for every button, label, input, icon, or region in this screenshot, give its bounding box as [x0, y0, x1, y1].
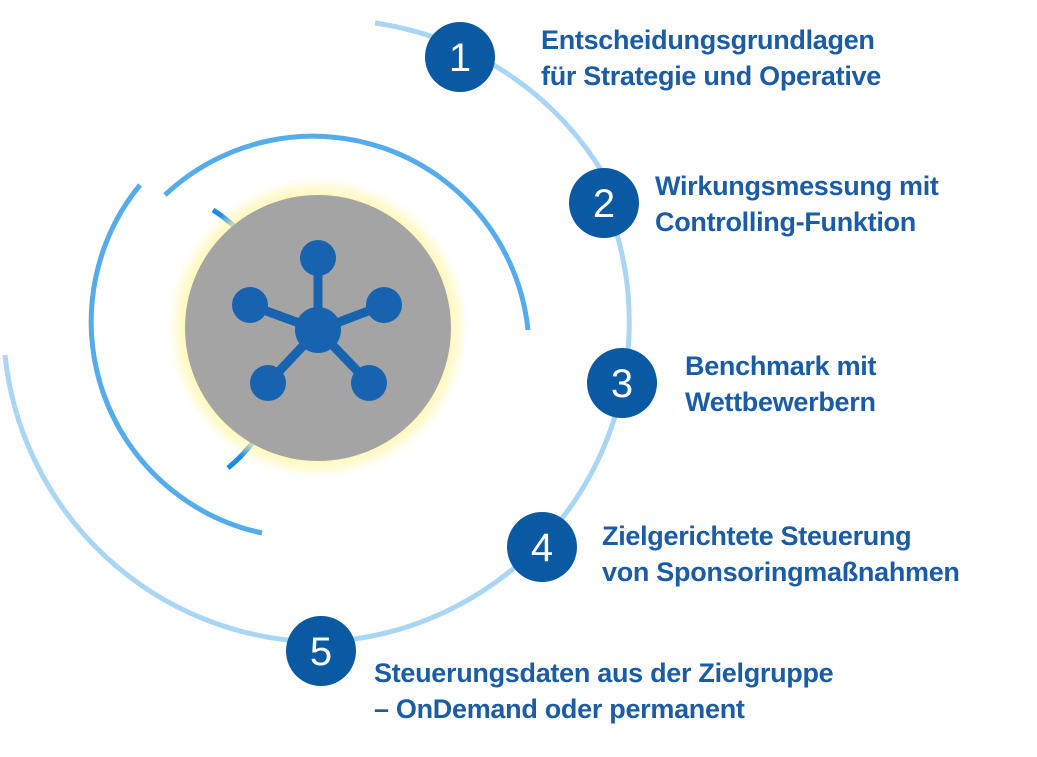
badge-3-number: 3 [611, 362, 633, 406]
badge-5-circle [286, 616, 356, 686]
item-3-line2: Wettbewerbern [685, 387, 876, 417]
badge-2-number: 2 [593, 182, 615, 226]
item-5-line1: Steuerungsdaten aus der Zielgruppe [374, 658, 834, 688]
item-5-text: Steuerungsdaten aus der Zielgruppe – OnD… [374, 655, 834, 727]
item-2-line2: Controlling-Funktion [655, 207, 916, 237]
item-1-line2: für Strategie und Operative [541, 61, 881, 91]
item-5-line2: – OnDemand oder permanent [374, 694, 745, 724]
item-3-line1: Benchmark mit [685, 351, 877, 381]
network-hub-icon [232, 240, 402, 401]
item-2-line1: Wirkungsmessung mit [655, 171, 939, 201]
item-2-text: Wirkungsmessung mit Controlling-Funktion [655, 168, 939, 240]
badge-3-circle [587, 348, 657, 418]
item-1-line1: Entscheidungsgrundlagen [541, 25, 875, 55]
outer-ring-arc-top [374, 20, 604, 172]
badge-1-number: 1 [449, 36, 471, 80]
badge-1-circle [425, 22, 495, 92]
badge-4-number: 4 [531, 526, 553, 570]
item-4-text: Zielgerichtete Steuerung von Sponsoringm… [602, 518, 960, 590]
item-4-line2: von Sponsoringmaßnahmen [602, 557, 960, 587]
badge-4-circle [507, 512, 577, 582]
middle-ring-arc-top [163, 133, 531, 331]
middle-ring-arc-bottom [88, 183, 263, 536]
item-3-text: Benchmark mit Wettbewerbern [685, 348, 876, 420]
badge-5-number: 5 [310, 630, 332, 674]
badge-2-circle [569, 168, 639, 238]
item-4-line1: Zielgerichtete Steuerung [602, 521, 912, 551]
item-1-text: Entscheidungsgrundlagen für Strategie un… [541, 22, 881, 94]
